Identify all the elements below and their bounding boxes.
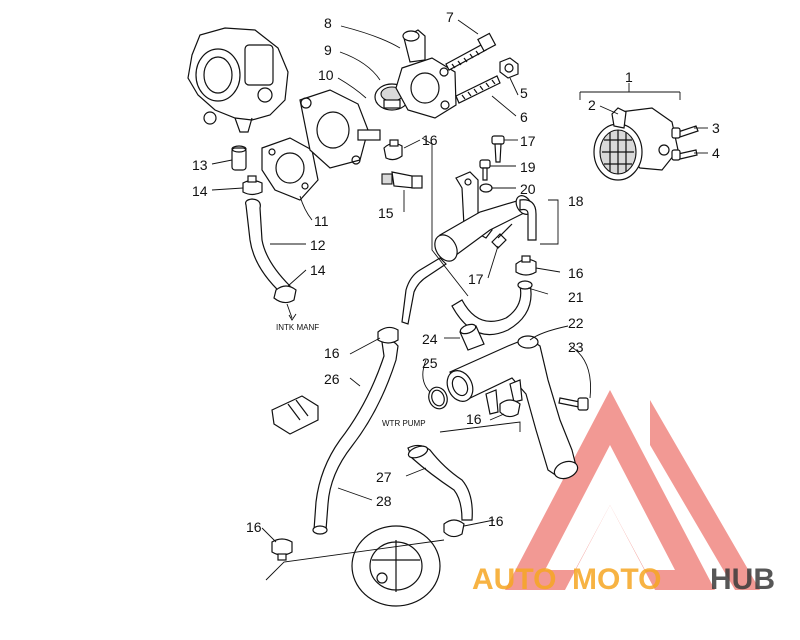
part-1-pump-assembly — [593, 107, 679, 181]
watermark-auto: AUTO — [472, 563, 556, 596]
callout-15: 15 — [378, 205, 394, 221]
part-25-o-ring — [428, 386, 448, 410]
part-17-bolt-upper — [491, 135, 505, 163]
note-intake-manifold: INTK MANF — [276, 323, 319, 332]
callout-16-b: 16 — [568, 265, 584, 281]
part-18-pipe-assembly — [401, 195, 537, 325]
part-16-clamp-f — [271, 538, 293, 561]
callout-16-e: 16 — [246, 519, 262, 535]
watermark-logo — [505, 390, 760, 590]
part-28-hose — [312, 340, 399, 535]
part-12-hose — [245, 198, 291, 295]
bottom-housing — [351, 525, 441, 607]
part-11-gasket — [261, 137, 319, 201]
callout-16-a: 16 — [422, 132, 438, 148]
part-26-clip — [271, 395, 319, 435]
callout-14-lower: 14 — [310, 262, 326, 278]
watermark-moto: MOTO — [572, 563, 661, 596]
part-19-screw — [479, 159, 491, 181]
part-17-bolt-lower — [491, 223, 513, 249]
callout-numbers: 8 9 10 7 5 6 1 2 3 4 13 14 11 12 14 16 1… — [192, 9, 720, 535]
throttle-body — [187, 27, 289, 133]
part-16-clamp-e — [377, 326, 399, 344]
callout-17-lower: 17 — [468, 271, 484, 287]
watermark-text: AUTO MOTO HUB — [472, 563, 775, 596]
callout-25: 25 — [422, 355, 438, 371]
callout-10: 10 — [318, 67, 334, 83]
part-16-clamp-d — [443, 519, 465, 538]
part-10-thermostat-housing — [299, 89, 381, 169]
part-21-hose — [451, 280, 533, 336]
callout-16-d: 16 — [466, 411, 482, 427]
part-6-stud — [455, 75, 501, 104]
callout-1: 1 — [625, 69, 633, 85]
part-5-nut — [499, 57, 519, 79]
part-13-tube — [231, 145, 247, 171]
callout-13: 13 — [192, 157, 208, 173]
callout-16-f: 16 — [488, 513, 504, 529]
part-14-clamp-lower — [273, 285, 297, 304]
callout-6: 6 — [520, 109, 528, 125]
callout-23: 23 — [568, 339, 584, 355]
callout-18: 18 — [568, 193, 584, 209]
callout-20: 20 — [520, 181, 536, 197]
note-water-pump: WTR PUMP — [382, 419, 426, 428]
part-3-screw — [671, 125, 699, 139]
part-8-cover — [395, 29, 457, 119]
part-16-clamp-b — [515, 255, 537, 276]
part-24-sleeve — [459, 323, 485, 351]
part-22-pipe — [446, 335, 579, 480]
leader-lines — [211, 19, 708, 581]
callout-12: 12 — [310, 237, 326, 253]
part-7-bolt — [445, 32, 497, 71]
callout-7: 7 — [446, 9, 454, 25]
callout-8: 8 — [324, 15, 332, 31]
callout-17-upper: 17 — [520, 133, 536, 149]
callout-16-c: 16 — [324, 345, 340, 361]
callout-28: 28 — [376, 493, 392, 509]
part-20-washer — [479, 183, 493, 193]
part-14-clamp-upper — [242, 175, 263, 196]
part-15-sensor — [381, 171, 423, 189]
part-27-hose — [407, 444, 473, 521]
callout-24: 24 — [422, 331, 438, 347]
part-4-screw — [671, 149, 698, 161]
callout-4: 4 — [712, 145, 720, 161]
callout-19: 19 — [520, 159, 536, 175]
callout-2: 2 — [588, 97, 596, 113]
callout-21: 21 — [568, 289, 584, 305]
callout-3: 3 — [712, 120, 720, 136]
callout-14-upper: 14 — [192, 183, 208, 199]
callout-22: 22 — [568, 315, 584, 331]
callout-5: 5 — [520, 85, 528, 101]
callout-27: 27 — [376, 469, 392, 485]
part-23-bolt — [558, 397, 589, 411]
watermark-hub: HUB — [710, 563, 775, 596]
callout-26: 26 — [324, 371, 340, 387]
part-16-clamp-a — [383, 139, 403, 161]
callout-9: 9 — [324, 42, 332, 58]
callout-11: 11 — [314, 213, 329, 229]
